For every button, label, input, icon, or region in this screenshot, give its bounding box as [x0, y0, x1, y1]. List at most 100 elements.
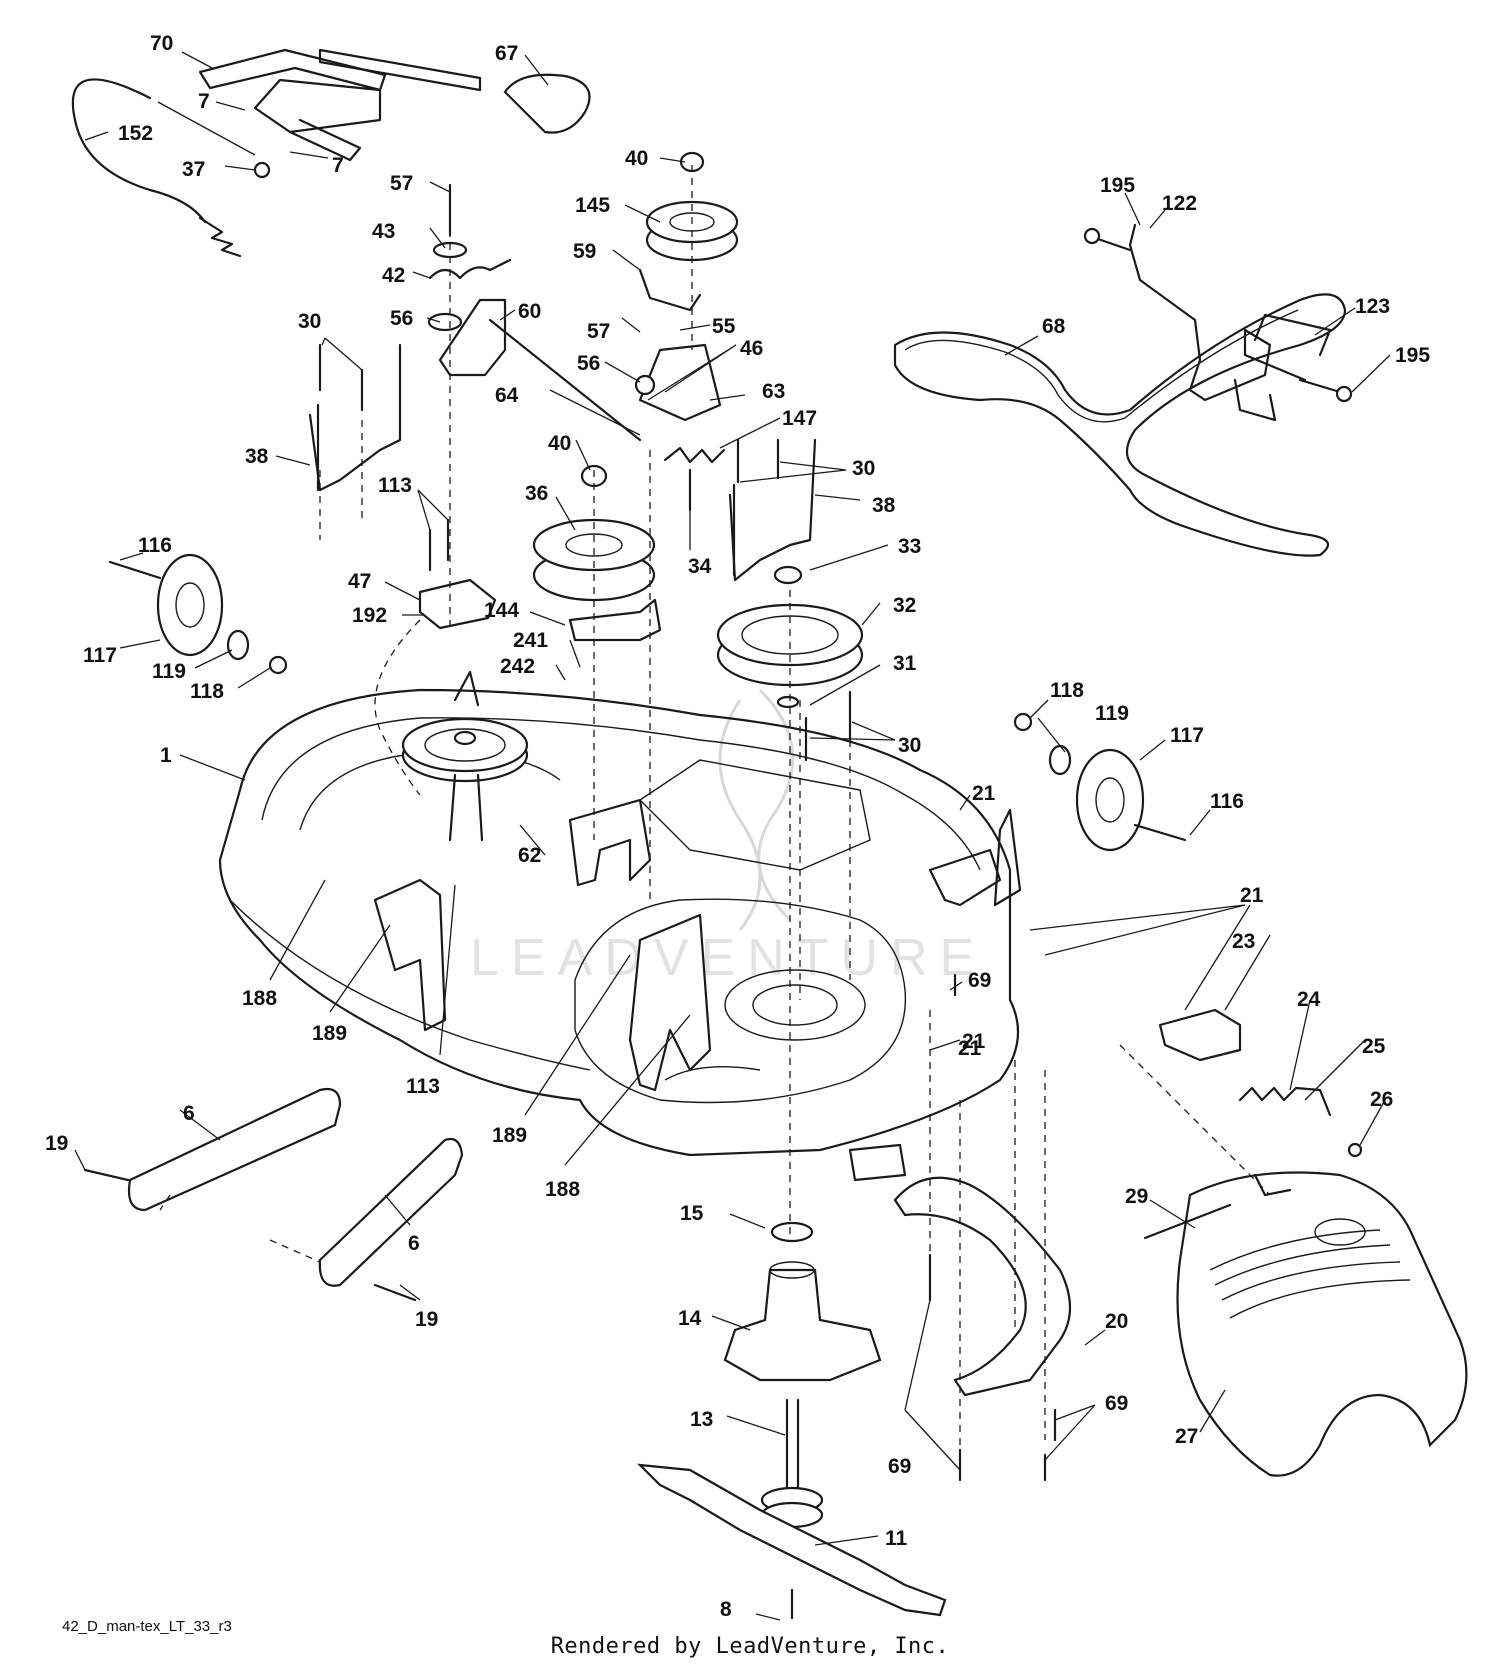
- callout-59: 59: [573, 240, 596, 263]
- callout-57: 57: [587, 320, 610, 343]
- callout-8: 8: [720, 1598, 732, 1621]
- callout-117: 117: [83, 644, 117, 667]
- callout-68: 68: [1042, 315, 1066, 338]
- callout-56: 56: [390, 307, 413, 330]
- callout-6: 6: [408, 1232, 420, 1255]
- mower-deck-housing: [218, 670, 1020, 1182]
- callout-188: 188: [545, 1178, 580, 1201]
- callout-60: 60: [518, 300, 541, 323]
- callout-189: 189: [312, 1022, 347, 1045]
- callout-118: 118: [190, 680, 224, 703]
- assembly-centerlines: [159, 165, 1271, 1450]
- callout-19: 19: [45, 1132, 68, 1155]
- spindle-shaft-13: [760, 1398, 824, 1529]
- callout-27: 27: [1175, 1425, 1198, 1448]
- callout-24: 24: [1297, 988, 1321, 1011]
- callout-21: 21: [962, 1030, 986, 1053]
- right-deck-bracket: [628, 913, 712, 1092]
- left-spindle-pulley: [401, 717, 529, 842]
- callout-7: 7: [198, 90, 210, 113]
- callout-69: 69: [888, 1455, 911, 1478]
- discharge-chute: [1176, 1171, 1468, 1477]
- callout-145: 145: [575, 194, 610, 217]
- callout-119: 119: [152, 660, 186, 683]
- callout-122: 122: [1162, 192, 1197, 215]
- callout-188: 188: [242, 987, 277, 1010]
- spacer-56-right: [634, 374, 656, 396]
- idler-rod-64: [488, 318, 642, 442]
- bolt-19-lower: [373, 1283, 417, 1302]
- callout-34: 34: [688, 555, 712, 578]
- idler-mount-bracket: [568, 798, 652, 887]
- baffle-20: [893, 1176, 1071, 1397]
- callout-21: 21: [958, 1037, 982, 1060]
- callout-64: 64: [495, 384, 519, 407]
- spring-147: [663, 446, 726, 464]
- callout-117: 117: [1170, 724, 1204, 747]
- washer-37: [253, 161, 271, 179]
- callout-113: 113: [378, 474, 412, 497]
- bolt-195-lower: [1298, 378, 1353, 403]
- lift-cable: [71, 78, 207, 224]
- callout-192: 192: [352, 604, 387, 627]
- callout-13: 13: [690, 1408, 713, 1431]
- callout-116: 116: [138, 534, 172, 557]
- callout-116: 116: [1210, 790, 1244, 813]
- bolt-19-upper: [83, 1168, 130, 1182]
- gauge-wheel-right: [1013, 712, 1187, 852]
- callout-62: 62: [518, 844, 541, 867]
- callout-55: 55: [712, 315, 736, 338]
- callout-11: 11: [885, 1527, 908, 1550]
- callout-113: 113: [406, 1075, 440, 1098]
- callout-30: 30: [898, 734, 921, 757]
- callout-40: 40: [625, 147, 648, 170]
- mower-blade-11: [637, 1463, 947, 1617]
- rear-plate-right: [993, 808, 1022, 907]
- callout-7: 7: [332, 154, 344, 177]
- gauge-wheel-left: [108, 553, 288, 675]
- height-adjust-lever-assembly: [198, 48, 482, 162]
- callout-69: 69: [968, 969, 991, 992]
- bearing-15: [770, 1221, 814, 1243]
- callout-32: 32: [893, 594, 916, 617]
- callout-46: 46: [740, 337, 763, 360]
- rod-29: [1143, 1203, 1232, 1240]
- bracket-23: [1158, 1008, 1242, 1062]
- callout-152: 152: [118, 122, 153, 145]
- idler-arm-63: [638, 343, 722, 422]
- render-credit: Rendered by LeadVenture, Inc.: [550, 1634, 950, 1659]
- spindle-housing-14: [723, 1261, 882, 1382]
- callout-242: 242: [500, 655, 535, 678]
- callout-36: 36: [525, 482, 548, 505]
- callout-241: 241: [513, 629, 548, 652]
- belt-guide-loop: [1233, 313, 1332, 422]
- callout-189: 189: [492, 1124, 527, 1147]
- callout-6: 6: [183, 1102, 195, 1125]
- callout-30: 30: [852, 457, 875, 480]
- callout-63: 63: [762, 380, 785, 403]
- callout-21: 21: [1240, 884, 1264, 907]
- callout-57: 57: [390, 172, 413, 195]
- callout-29: 29: [1125, 1185, 1148, 1208]
- callout-37: 37: [182, 158, 205, 181]
- hitch-bracket-right: [928, 848, 1002, 907]
- spring-25: [1238, 1086, 1332, 1117]
- drive-belt: [893, 293, 1347, 557]
- callout-26: 26: [1370, 1088, 1393, 1111]
- height-arm-38-left: [308, 343, 402, 492]
- callout-56: 56: [577, 352, 600, 375]
- spacer-56-left: [427, 312, 463, 332]
- callout-119: 119: [1095, 702, 1129, 725]
- callout-numbers: 70 67 7 7 152 37 57 43 42 56 60 40 145 5…: [45, 32, 1430, 1621]
- callout-25: 25: [1362, 1035, 1386, 1058]
- watermark-logo: LEADVENTURE: [470, 688, 986, 987]
- callout-123: 123: [1355, 295, 1390, 318]
- selector-knob: [503, 73, 591, 134]
- height-arm-38-right: [728, 438, 817, 582]
- watermark-text: LEADVENTURE: [470, 929, 986, 987]
- callout-21: 21: [972, 782, 996, 805]
- mount-arm-6-upper: [127, 1087, 342, 1212]
- callout-43: 43: [372, 220, 395, 243]
- callout-69: 69: [1105, 1392, 1128, 1415]
